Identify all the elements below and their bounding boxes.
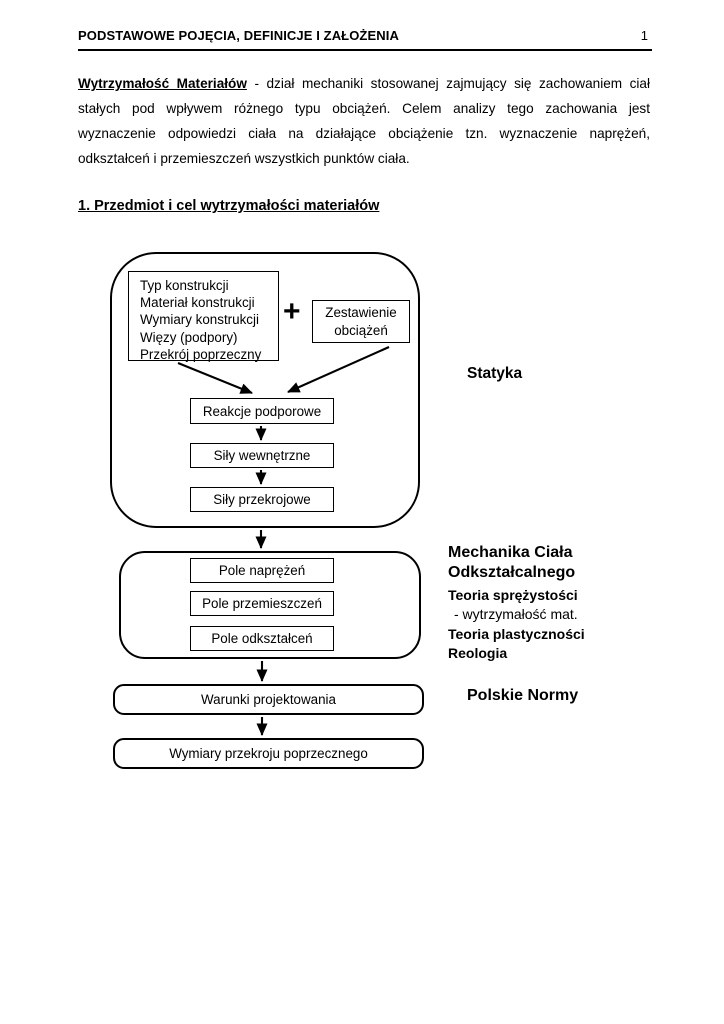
box-reakcje-podporowe: Reakcje podporowe <box>190 398 334 424</box>
header-title: PODSTAWOWE POJĘCIA, DEFINICJE I ZAŁOŻENI… <box>78 28 399 43</box>
input-line-material: Materiał konstrukcji <box>140 295 255 311</box>
input-line-supports: Więzy (podpory) <box>140 329 238 345</box>
label-polskie-normy: Polskie Normy <box>467 687 579 704</box>
label-teoria-plastycznosci: Teoria plastyczności <box>448 626 585 642</box>
box-pole-przemieszczen: Pole przemieszczeń <box>190 591 334 616</box>
plus-sign: + <box>283 295 301 328</box>
intro-term: Wytrzymałość Materiałów <box>78 76 247 91</box>
loads-box: Zestawienie obciążeń <box>312 300 410 343</box>
intro-paragraph: Wytrzymałość Materiałów - dział mechanik… <box>78 71 650 171</box>
label-mechanika-line2: Odkształcalnego <box>448 563 576 581</box>
label-statyka: Statyka <box>467 365 523 382</box>
input-line-type: Typ konstrukcji <box>140 278 229 293</box>
label-wytrzymalosc-mat: - wytrzymałość mat. <box>454 606 578 622</box>
box-sily-przekrojowe: Siły przekrojowe <box>190 487 334 512</box>
input-line-crosssection: Przekrój poprzeczny <box>140 346 262 362</box>
section-heading: 1. Przedmiot i cel wytrzymałości materia… <box>78 198 380 214</box>
construction-inputs-box: Typ konstrukcji Materiał konstrukcji Wym… <box>128 271 279 362</box>
loads-line-1: Zestawienie <box>325 305 397 320</box>
box-pole-naprezen: Pole naprężeń <box>190 558 334 583</box>
box-sily-wewnetrzne: Siły wewnętrzne <box>190 443 334 468</box>
intro-definition: - dział mechaniki stosowanej zajmujący s… <box>78 76 651 166</box>
label-teoria-sprezystosci: Teoria sprężystości <box>448 587 578 603</box>
label-mechanika-line1: Mechanika Ciała <box>448 544 573 561</box>
label-reologia: Reologia <box>448 645 508 661</box>
box-warunki-projektowania: Warunki projektowania <box>113 684 424 715</box>
loads-line-2: obciążeń <box>334 322 388 338</box>
page-number: 1 <box>640 28 648 43</box>
box-pole-odksztalcen: Pole odkształceń <box>190 626 334 651</box>
label-mechanika-ciala: Mechanika Ciała Odkształcalnego <box>448 543 575 582</box>
input-line-dimensions: Wymiary konstrukcji <box>140 312 259 328</box>
box-wymiary-przekroju: Wymiary przekroju poprzecznego <box>113 738 424 769</box>
page-header: PODSTAWOWE POJĘCIA, DEFINICJE I ZAŁOŻENI… <box>78 28 652 51</box>
